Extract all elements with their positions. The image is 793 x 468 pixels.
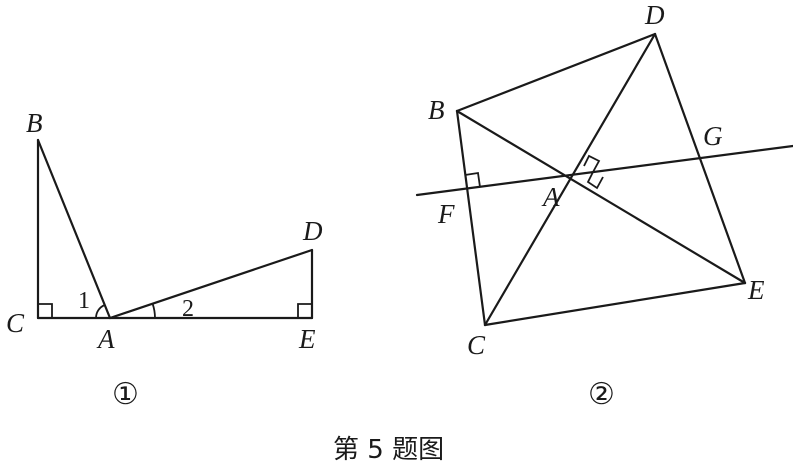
segment-EC xyxy=(483,281,747,327)
segment-BA xyxy=(36,138,112,320)
figure-1-number: ① xyxy=(112,377,139,412)
segment-AD xyxy=(108,248,314,320)
figure-2: D B G A F E C ② xyxy=(415,0,793,412)
point-label-E: E xyxy=(747,275,765,305)
angle-label-1: 1 xyxy=(78,288,90,314)
point-label-D: D xyxy=(644,0,665,30)
point-label-F: F xyxy=(437,199,455,229)
segment-DC xyxy=(483,32,657,327)
point-label-A: A xyxy=(541,182,560,212)
right-angle-mark-A-lower xyxy=(586,171,604,190)
angle-label-2: 2 xyxy=(182,296,194,322)
angle-1-arc xyxy=(95,304,106,319)
segment-CB xyxy=(455,109,487,327)
angle-2-arc xyxy=(151,303,156,319)
point-label-C: C xyxy=(6,308,25,338)
point-label-C: C xyxy=(467,330,486,360)
point-label-G: G xyxy=(703,121,723,151)
point-label-B: B xyxy=(26,108,43,138)
point-label-A: A xyxy=(96,324,115,354)
right-angle-mark-C xyxy=(38,303,53,318)
point-label-B: B xyxy=(428,95,445,125)
point-label-E: E xyxy=(298,324,316,354)
line-FG xyxy=(415,144,793,197)
figure-1: B C A D E 1 2 ① xyxy=(6,108,323,412)
figure-caption: 第 5 题图 xyxy=(333,435,444,465)
point-label-D: D xyxy=(302,216,323,246)
right-angle-mark-F xyxy=(464,171,481,188)
figure-2-number: ② xyxy=(588,377,615,412)
right-angle-mark-A-upper xyxy=(583,154,601,173)
segment-BD xyxy=(455,32,657,113)
right-angle-mark-E xyxy=(297,303,312,318)
segment-BE xyxy=(455,109,747,285)
